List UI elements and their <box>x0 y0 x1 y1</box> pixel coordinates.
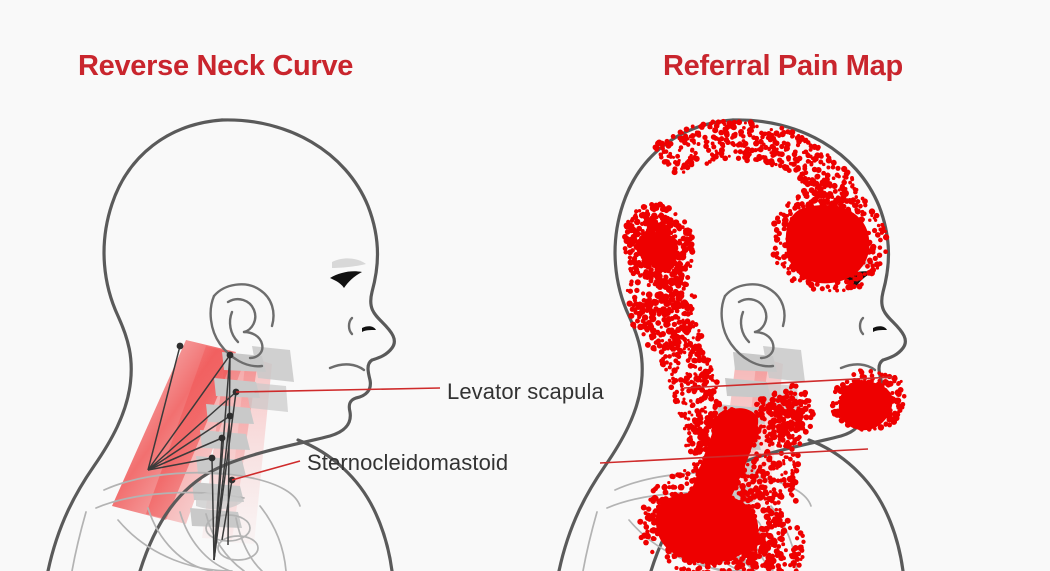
head-outline-left <box>46 118 396 571</box>
attachment-points-left <box>176 342 240 484</box>
panel-title-left: Reverse Neck Curve <box>78 50 354 82</box>
ear-left <box>209 283 275 368</box>
jaw-angle-pain-patch <box>838 381 893 431</box>
panel-title-right: Referral Pain Map <box>663 50 903 82</box>
ear-right <box>720 283 786 368</box>
figure-right <box>557 118 907 571</box>
temple-pain-blob <box>785 204 870 284</box>
figure-left <box>46 118 396 571</box>
leader-levator-right <box>683 376 894 389</box>
leader-levator-left <box>235 387 441 393</box>
callout-label-sternocleidomastoid: Sternocleidomastoid <box>307 450 509 475</box>
callout-label-levator-scapula: Levator scapula <box>447 379 604 404</box>
callout-leaders <box>231 376 894 481</box>
referral-pain-overlay <box>622 118 907 571</box>
muscle-attachment-lines-left <box>147 345 237 561</box>
leader-scm-right <box>599 448 869 464</box>
leader-scm-left <box>231 460 301 481</box>
